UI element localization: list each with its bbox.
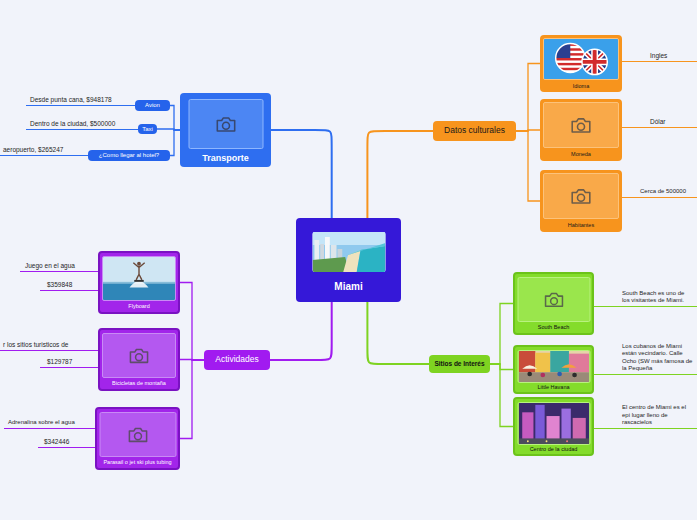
camera-icon bbox=[103, 334, 175, 377]
leader-line bbox=[40, 367, 100, 368]
node-text: Parasail o jet ski plus tubing bbox=[103, 459, 171, 465]
camera-icon bbox=[544, 174, 618, 218]
picture-frame bbox=[102, 333, 176, 378]
picture-frame bbox=[543, 173, 619, 219]
picture-frame bbox=[99, 412, 176, 457]
leader-line bbox=[618, 61, 697, 62]
topic-box: Transporte bbox=[180, 93, 271, 167]
leader-line bbox=[20, 271, 100, 272]
photo-illustration bbox=[312, 232, 385, 272]
subtopic-card: Moneda bbox=[540, 99, 622, 161]
camera-icon bbox=[189, 100, 262, 148]
camera-icon bbox=[518, 278, 589, 321]
node-text: South Beach bbox=[538, 324, 570, 330]
branch-connector bbox=[490, 364, 513, 370]
note-text: Adrenalina sobre el agua bbox=[8, 419, 75, 427]
picture-frame bbox=[543, 102, 619, 148]
leader-line bbox=[40, 290, 100, 291]
node-text: Flyboard bbox=[128, 303, 149, 309]
node-text: Sitios de Interés bbox=[434, 360, 484, 367]
branch-connector bbox=[516, 64, 540, 132]
branch-connector bbox=[170, 130, 180, 156]
subtopic-card: Idioma bbox=[540, 35, 622, 92]
picture-frame bbox=[312, 232, 385, 272]
node-text: Actividades bbox=[215, 355, 258, 365]
note-text: South Beach es uno de los visitantes de … bbox=[622, 290, 693, 305]
note-text: Los cubanos de Miami están vecindario. C… bbox=[622, 343, 693, 373]
node-text: Centro de la ciudad bbox=[530, 446, 578, 452]
note-text: Dentro de la ciudad, $500000 bbox=[30, 120, 115, 128]
branch-connector bbox=[516, 131, 540, 201]
picture-frame bbox=[188, 99, 263, 149]
leader-line bbox=[0, 155, 92, 156]
note-text: Desde punta cana, $948178 bbox=[30, 96, 112, 104]
branch-connector bbox=[180, 283, 204, 361]
branch-connector bbox=[270, 302, 332, 360]
node-text: Little Havana bbox=[537, 384, 569, 390]
photo-illustration bbox=[544, 39, 618, 79]
leader-line bbox=[4, 428, 98, 429]
central-topic: Miami bbox=[296, 218, 401, 302]
note-text: El centro de Miami es el epi lugar lleno… bbox=[622, 404, 693, 427]
subtopic-card: Flyboard bbox=[98, 251, 180, 314]
subtopic-card: Habitantes bbox=[540, 170, 622, 232]
leader-line bbox=[590, 306, 697, 307]
note-text: r los sitios turisticos de bbox=[3, 341, 68, 349]
node-text: Habitantes bbox=[568, 222, 594, 228]
leader-line bbox=[26, 129, 142, 130]
topic-label: Datos culturales bbox=[433, 121, 516, 141]
subtopic-tag: Avion bbox=[135, 100, 170, 111]
picture-frame bbox=[543, 38, 619, 80]
note-text: $342446 bbox=[44, 438, 69, 446]
note-text: Ingles bbox=[650, 52, 667, 60]
subtopic-card: Parasail o jet ski plus tubing bbox=[95, 407, 180, 470]
node-text: Avion bbox=[145, 102, 160, 109]
node-text: Moneda bbox=[571, 151, 591, 157]
node-text: Transporte bbox=[202, 153, 249, 163]
leader-line bbox=[618, 197, 697, 198]
node-text: ¿Como llegar al hotel? bbox=[99, 152, 159, 159]
photo-illustration bbox=[518, 351, 589, 382]
leader-line bbox=[38, 447, 98, 448]
node-text: Bicicletas de montaña bbox=[112, 380, 166, 386]
note-text: $129787 bbox=[47, 358, 72, 366]
picture-frame bbox=[517, 277, 590, 322]
note-text: Cerca de 500000 bbox=[640, 188, 686, 196]
node-text: Idioma bbox=[573, 83, 590, 89]
note-text: Dólar bbox=[650, 118, 666, 126]
node-text: Taxi bbox=[142, 126, 153, 133]
leader-line bbox=[0, 350, 100, 351]
subtopic-card: South Beach bbox=[513, 272, 594, 335]
node-text: Miami bbox=[334, 281, 362, 293]
photo-illustration bbox=[103, 257, 175, 300]
subtopic-card: Little Havana bbox=[513, 345, 594, 394]
note-text: Juego en el agua bbox=[25, 262, 75, 270]
branch-connector bbox=[490, 304, 513, 365]
note-text: $359848 bbox=[47, 281, 72, 289]
subtopic-card: Bicicletas de montaña bbox=[98, 328, 180, 391]
subtopic-tag: ¿Como llegar al hotel? bbox=[88, 150, 170, 161]
branch-connector bbox=[170, 106, 180, 131]
picture-frame bbox=[517, 402, 590, 445]
branch-connector bbox=[367, 131, 433, 218]
topic-label: Sitios de Interés bbox=[429, 355, 490, 373]
branch-connector bbox=[490, 364, 513, 427]
leader-line bbox=[618, 127, 697, 128]
photo-illustration bbox=[518, 403, 589, 444]
branch-connector bbox=[180, 360, 204, 439]
camera-icon bbox=[100, 413, 175, 456]
subtopic-tag: Taxi bbox=[138, 124, 157, 134]
topic-label: Actividades bbox=[204, 350, 270, 370]
branch-connector bbox=[367, 302, 429, 364]
leader-line bbox=[590, 374, 697, 375]
camera-icon bbox=[544, 103, 618, 147]
leader-line bbox=[26, 105, 140, 106]
picture-frame bbox=[517, 350, 590, 383]
branch-connector bbox=[271, 130, 332, 218]
picture-frame bbox=[102, 256, 176, 301]
subtopic-card: Centro de la ciudad bbox=[513, 397, 594, 456]
leader-line bbox=[590, 428, 697, 429]
node-text: Datos culturales bbox=[444, 126, 505, 136]
note-text: aeropuerto, $265247 bbox=[3, 146, 63, 154]
